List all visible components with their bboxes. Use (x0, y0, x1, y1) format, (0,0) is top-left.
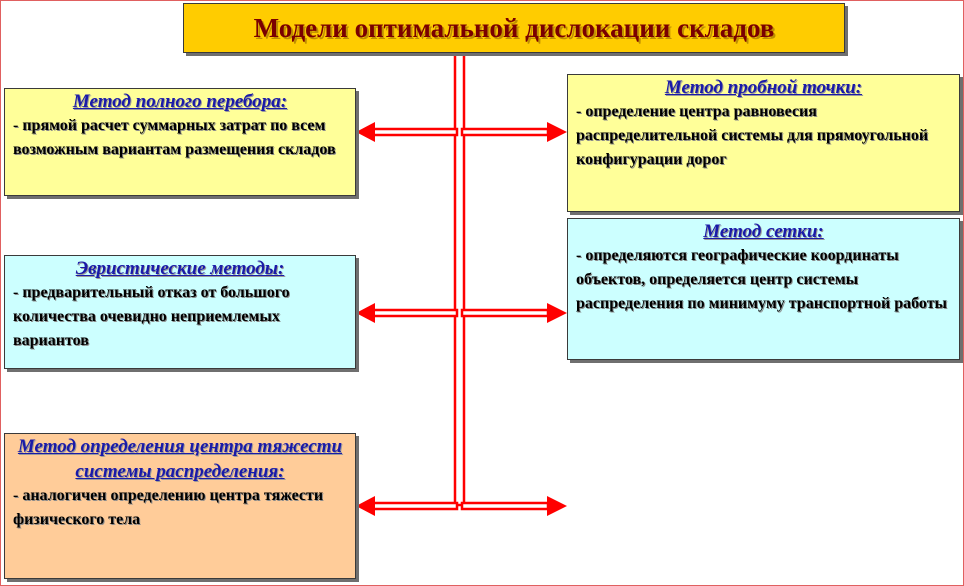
arrow-right-row2 (460, 303, 567, 323)
box-full-search-method: Метод полного перебора: - прямой расчет … (4, 88, 356, 196)
box-text: - определяются географические координаты… (576, 247, 948, 312)
box-heuristic-methods: Эвристические методы: - предварительный … (4, 255, 356, 369)
box-trial-point-method: Метод пробной точки: - определение центр… (567, 74, 960, 212)
arrow-right-row1 (460, 122, 567, 142)
box-heading: Эвристические методы: (75, 258, 285, 279)
box-heading: Метод определения центра тяжести системы… (17, 436, 343, 482)
box-heading: Метод сетки: (703, 221, 824, 242)
arrow-right-row3 (460, 496, 567, 516)
box-grid-method: Метод сетки: - определяются географическ… (567, 218, 960, 360)
box-text: - определение центра равновесия распреде… (576, 103, 929, 168)
arrow-left-row3 (356, 496, 459, 516)
box-text: - прямой расчет суммарных затрат по всем… (13, 117, 336, 158)
box-text: - предварительный отказ от большого коли… (13, 284, 290, 349)
arrow-left-row2 (356, 303, 459, 323)
vertical-trunk (453, 51, 466, 507)
arrow-left-row1 (356, 122, 459, 142)
box-heading: Метод полного перебора: (72, 91, 288, 112)
box-gravity-center-method: Метод определения центра тяжести системы… (4, 433, 356, 579)
diagram-title: Модели оптимальной дислокации складов (183, 3, 845, 53)
box-text: - аналогичен определению центра тяжести … (13, 487, 324, 528)
box-heading: Метод пробной точки: (664, 77, 863, 98)
